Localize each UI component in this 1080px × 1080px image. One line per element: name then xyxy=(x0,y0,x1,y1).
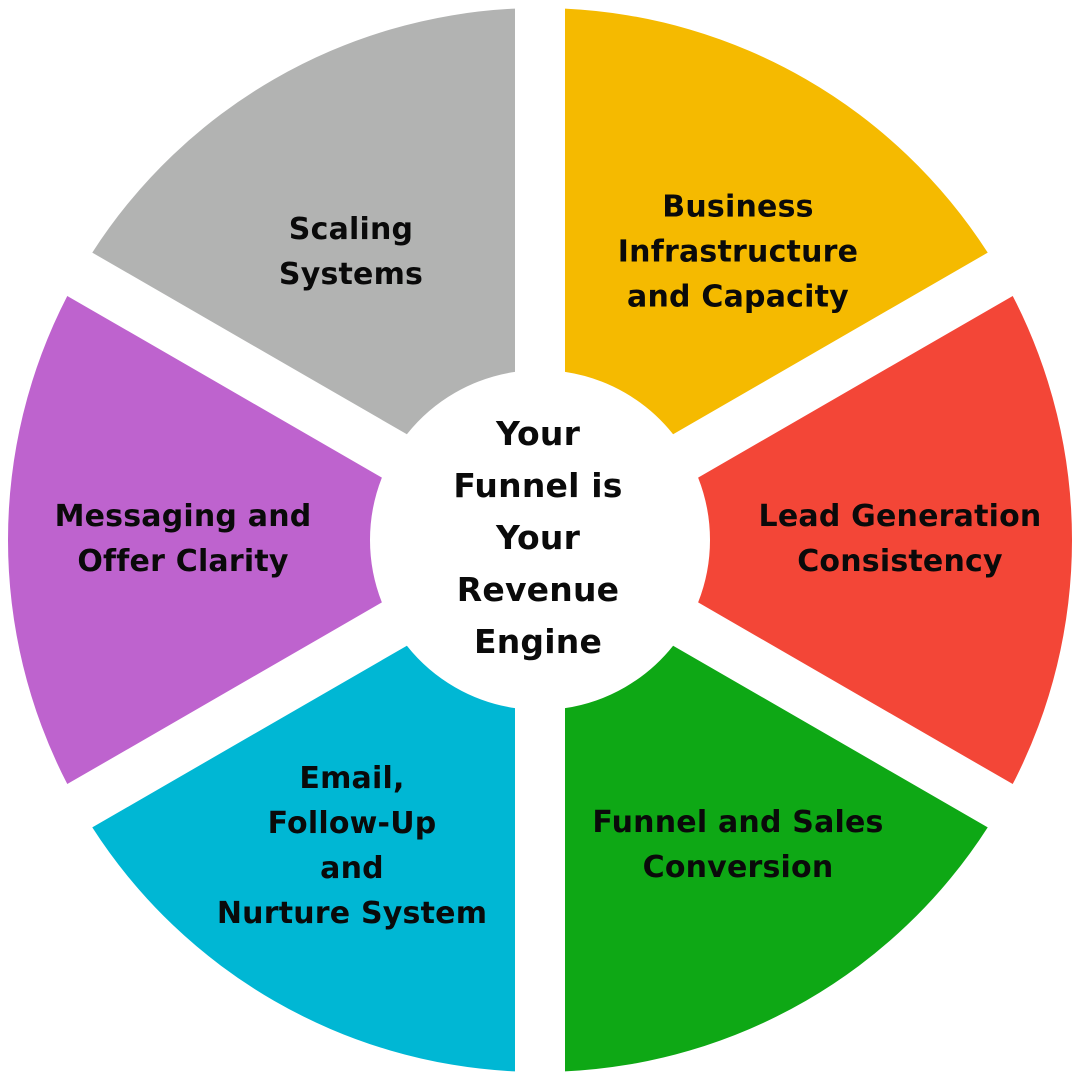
label-funnel-sales: Funnel and Sales Conversion xyxy=(592,805,884,885)
segment-funnel-sales xyxy=(565,645,988,1072)
label-scaling-systems: Scaling Systems xyxy=(278,212,424,292)
label-lead-generation: Lead Generation Consistency xyxy=(758,499,1042,579)
segments-group xyxy=(7,8,1073,1072)
label-messaging-offer: Messaging and Offer Clarity xyxy=(54,499,312,579)
segment-business-infrastructure xyxy=(565,8,988,435)
segment-scaling-systems xyxy=(92,8,515,435)
segment-lead-generation xyxy=(698,295,1073,785)
center-title: Your Funnel is Your Revenue Engine xyxy=(453,414,623,661)
segment-email-nurture xyxy=(92,645,515,1072)
segment-messaging-offer xyxy=(7,295,382,785)
label-business-infrastructure: Business Infrastructure and Capacity xyxy=(617,189,859,315)
label-email-nurture: Email, Follow-Up and Nurture System xyxy=(216,761,488,931)
